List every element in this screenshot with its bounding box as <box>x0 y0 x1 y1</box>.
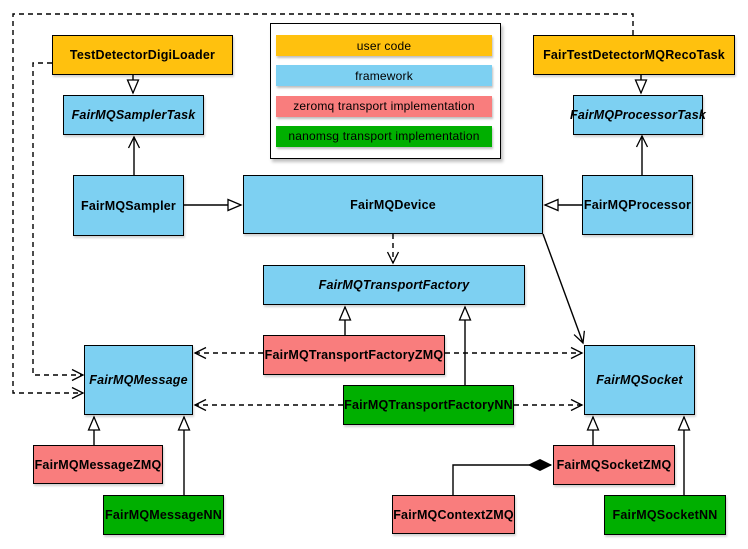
edge-device-uses-socket <box>542 233 586 345</box>
legend-item-user-code: user code <box>276 35 492 57</box>
node-fairmq-socket-nn: FairMQSocketNN <box>604 495 726 535</box>
node-fairmq-processor-task: FairMQProcessorTask <box>570 95 706 135</box>
node-fairmq-transport-factory-nn: FairMQTransportFactoryNN <box>343 385 514 425</box>
legend-item-zeromq: zeromq transport implementation <box>276 95 492 117</box>
node-fairmq-sampler-task: FairMQSamplerTask <box>63 95 204 135</box>
legend-item-nanomsg: nanomsg transport implementation <box>276 125 492 147</box>
edge-contextzmq-composed-socketzmq <box>452 458 553 495</box>
legend: user code framework zeromq transport imp… <box>270 23 501 159</box>
node-fairmq-context-zmq: FairMQContextZMQ <box>392 495 515 534</box>
node-fairmq-sampler: FairMQSampler <box>73 175 184 236</box>
edge-digiloader-dep-message <box>32 62 85 382</box>
edge-recotask-dep-message <box>12 13 634 400</box>
node-fairmq-socket: FairMQSocket <box>584 345 695 415</box>
node-test-detector-digi-loader: TestDetectorDigiLoader <box>52 35 233 75</box>
node-fairmq-transport-factory: FairMQTransportFactory <box>263 265 525 305</box>
legend-item-framework: framework <box>276 65 492 87</box>
node-fairmq-socket-zmq: FairMQSocketZMQ <box>553 445 675 485</box>
node-fairmq-transport-factory-zmq: FairMQTransportFactoryZMQ <box>263 335 445 375</box>
node-fairmq-message-zmq: FairMQMessageZMQ <box>33 445 163 484</box>
node-fairmq-device: FairMQDevice <box>243 175 543 234</box>
node-fairmq-message: FairMQMessage <box>84 345 193 415</box>
node-fair-test-detector-mq-reco-task: FairTestDetectorMQRecoTask <box>533 35 735 75</box>
node-fairmq-processor: FairMQProcessor <box>582 175 693 235</box>
node-fairmq-message-nn: FairMQMessageNN <box>103 495 224 535</box>
